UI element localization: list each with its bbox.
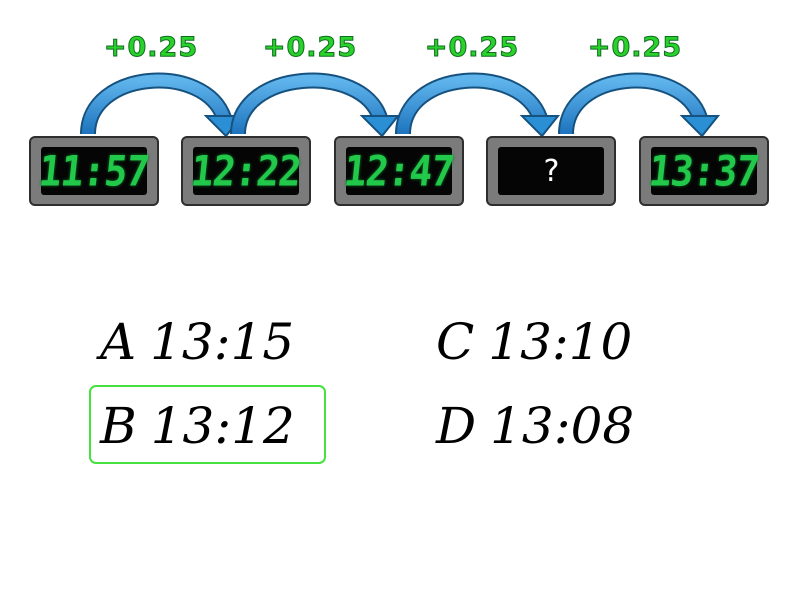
clock-time: 13:37 <box>646 146 762 196</box>
step-arrow-1 <box>80 72 245 138</box>
option-value: 13:08 <box>490 397 635 455</box>
option-value: 13:12 <box>150 397 295 455</box>
step-label-3: +0.25 <box>424 32 520 64</box>
digital-clock-2: 12:22 <box>181 136 311 206</box>
digital-clock-4-unknown: ? <box>486 136 616 206</box>
clock-screen: 12:47 <box>342 147 456 195</box>
option-letter: D <box>436 397 477 455</box>
clock-screen: ? <box>498 147 604 195</box>
step-arrow-3 <box>395 72 561 138</box>
digital-clock-5: 13:37 <box>639 136 769 206</box>
clock-screen: 13:37 <box>647 147 761 195</box>
clock-screen: 11:57 <box>37 147 151 195</box>
step-label-4: +0.25 <box>587 32 683 64</box>
clock-time: 12:22 <box>188 146 304 196</box>
clock-time: 12:47 <box>341 146 457 196</box>
option-value: 13:10 <box>488 313 633 371</box>
digital-clock-3: 12:47 <box>334 136 464 206</box>
digital-clock-1: 11:57 <box>29 136 159 206</box>
option-value: 13:15 <box>150 313 295 371</box>
step-arrow-4 <box>558 72 721 138</box>
step-arrow-2 <box>230 72 401 138</box>
option-letter: B <box>100 397 137 455</box>
step-label-2: +0.25 <box>262 32 358 64</box>
step-label-1: +0.25 <box>103 32 199 64</box>
option-letter: C <box>436 313 475 371</box>
selected-answer-box <box>89 385 326 464</box>
option-letter: A <box>100 313 137 371</box>
clock-time: 11:57 <box>36 146 152 196</box>
clock-screen: 12:22 <box>189 147 303 195</box>
unknown-time-mark: ? <box>543 153 560 189</box>
